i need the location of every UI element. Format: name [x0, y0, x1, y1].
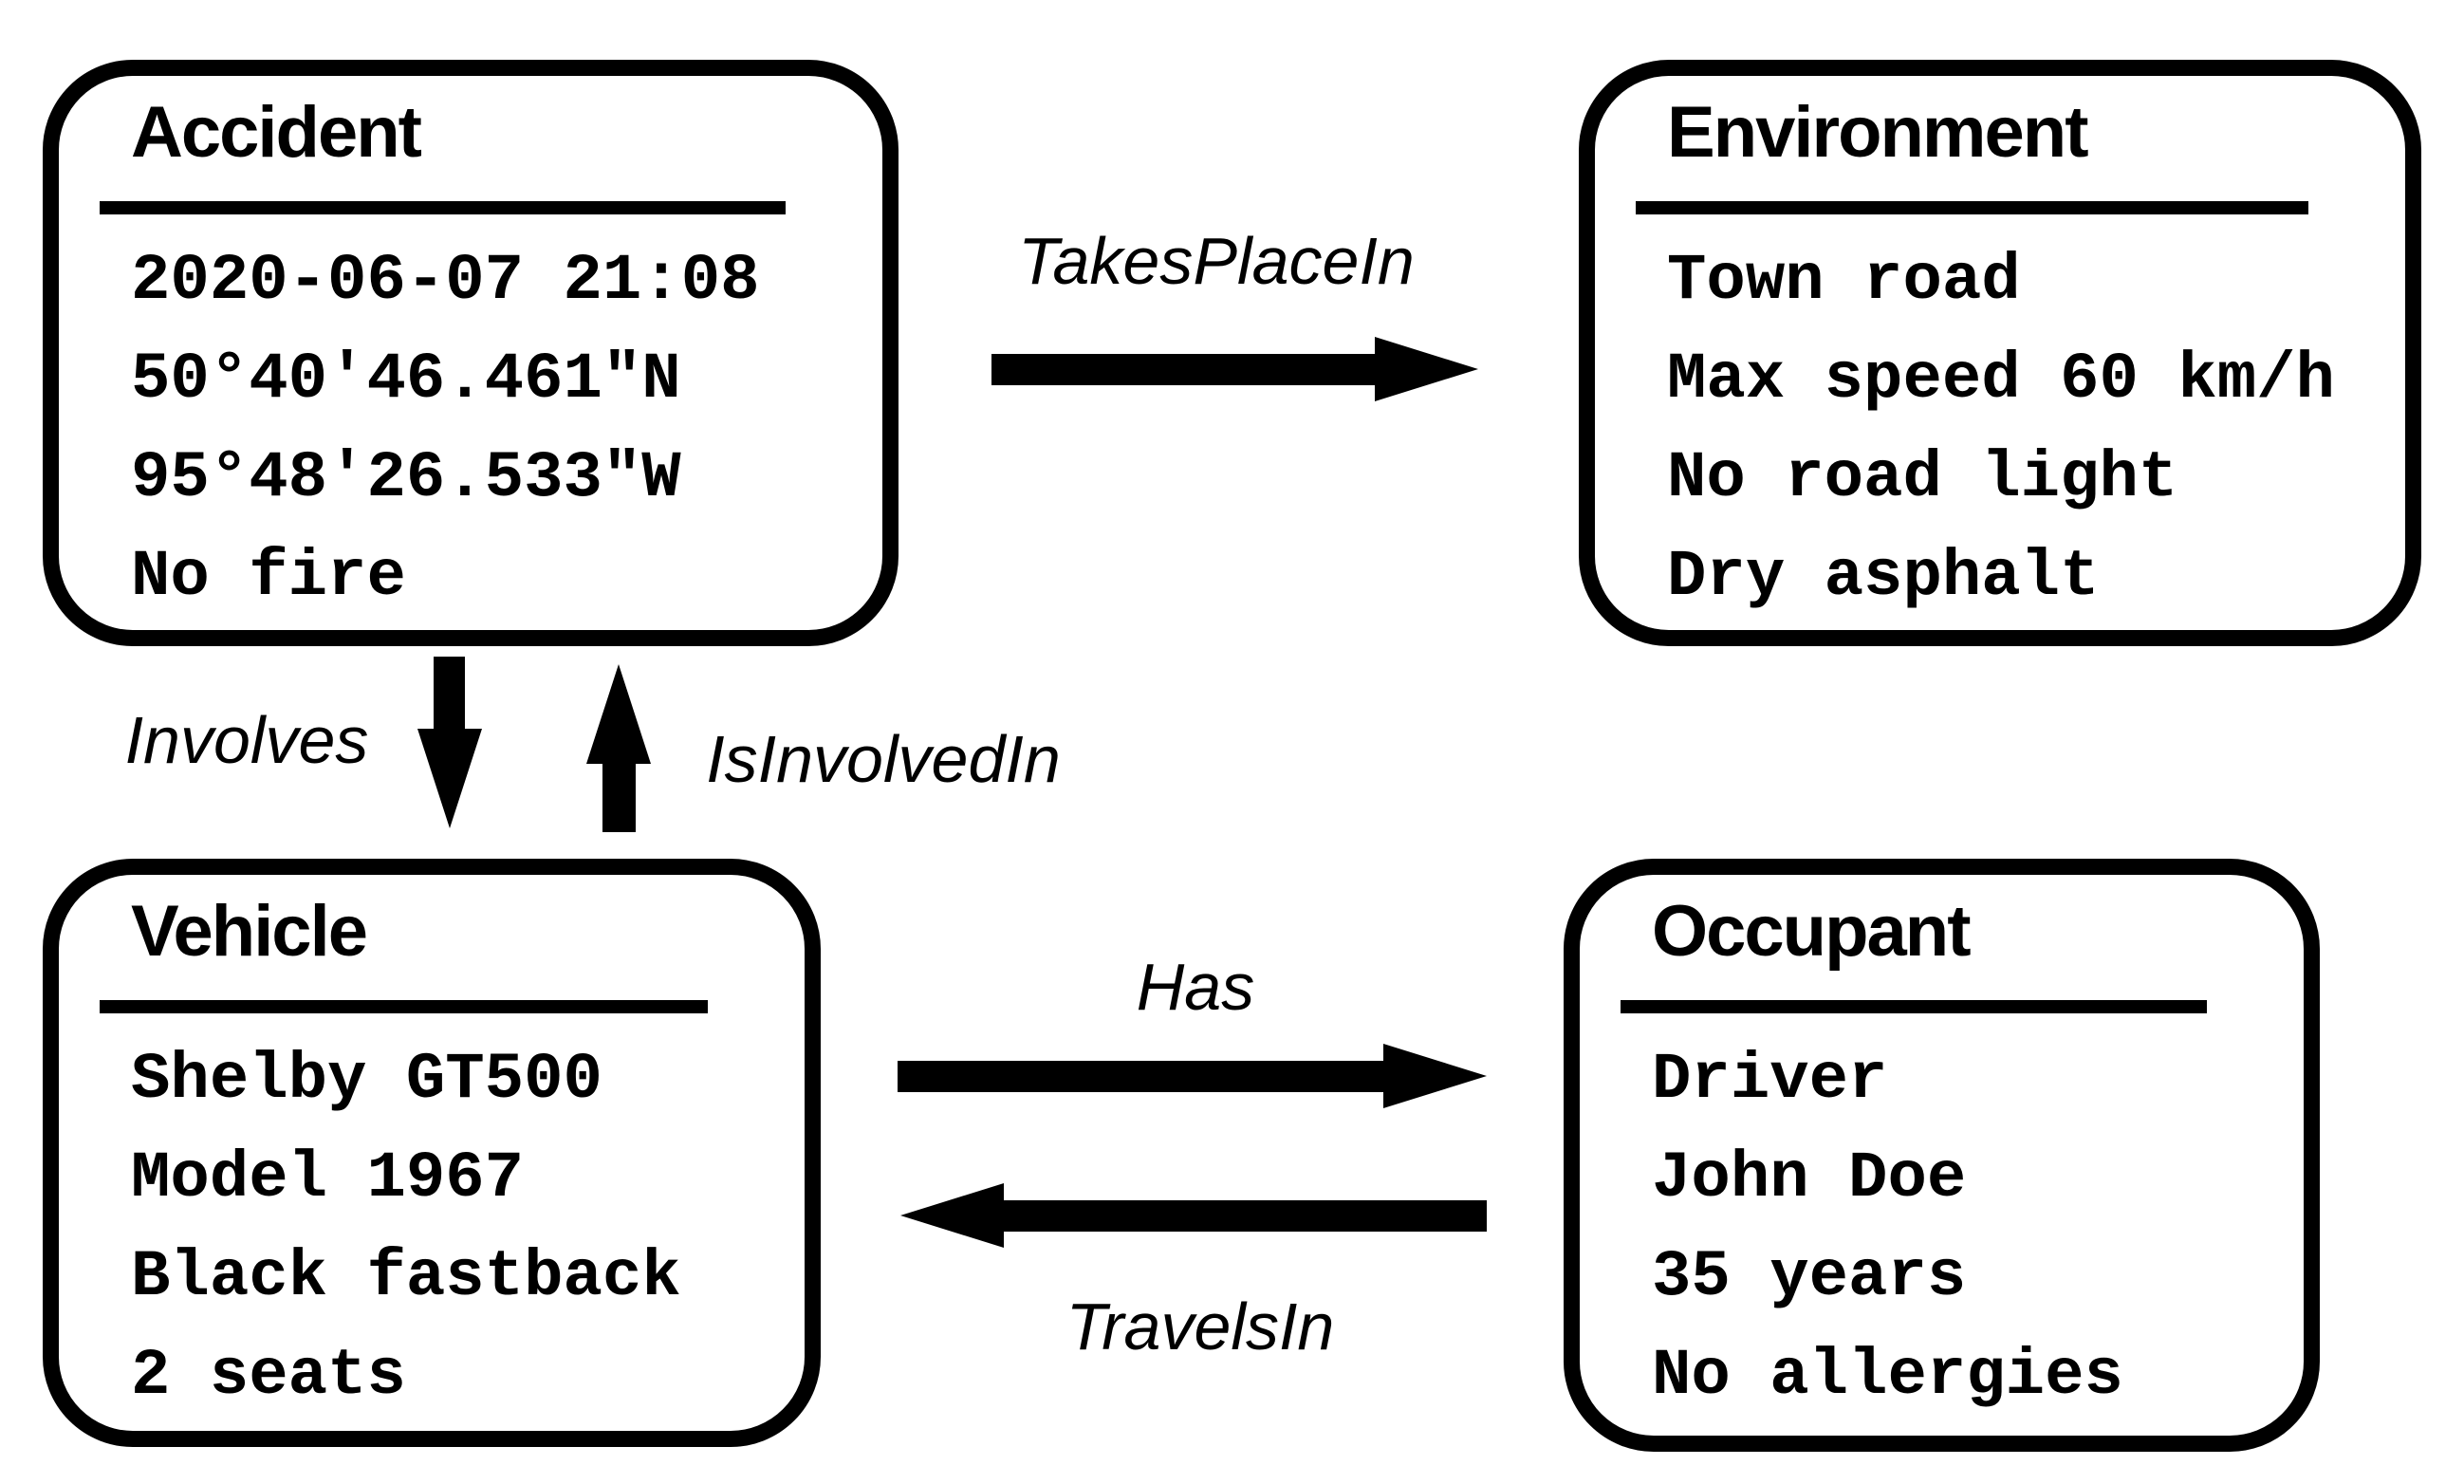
node-occupant-attribute: No allergies	[1652, 1339, 2123, 1413]
node-occupant-divider	[1621, 1000, 2207, 1013]
arrowhead-up-icon	[586, 661, 651, 764]
edge-has-shaft	[898, 1061, 1383, 1092]
node-accident-title: Accident	[131, 92, 422, 173]
edge-travels-in-label: TravelsIn	[1065, 1289, 1335, 1363]
node-accident-attribute: No fire	[131, 540, 406, 614]
node-vehicle-title: Vehicle	[131, 891, 368, 972]
node-occupant-title: Occupant	[1652, 891, 1972, 972]
node-occupant-attribute: John Doe	[1652, 1141, 1967, 1215]
node-occupant-attribute: 35 years	[1652, 1240, 1967, 1314]
node-environment-title: Environment	[1667, 92, 2089, 173]
arrowhead-right-icon	[1375, 337, 1481, 401]
node-vehicle-attribute: Model 1967	[131, 1141, 525, 1215]
node-accident-attribute: 50°40'46.461"N	[131, 343, 681, 417]
edge-travels-in-shaft	[1000, 1200, 1487, 1232]
arrowhead-left-icon	[898, 1183, 1004, 1248]
node-accident-body: 2020-06-07 21:08 50°40'46.461"N 95°48'26…	[131, 232, 810, 626]
edge-involves-shaft	[434, 657, 465, 729]
edge-involves-label: Involves	[124, 703, 369, 777]
arrowhead-right-icon	[1383, 1044, 1490, 1108]
node-vehicle-body: Shelby GT500 Model 1967 Black fastback 2…	[131, 1030, 732, 1425]
node-environment-attribute: No road light	[1667, 441, 2178, 515]
node-vehicle: Vehicle Shelby GT500 Model 1967 Black fa…	[43, 859, 821, 1447]
node-accident-attribute: 95°48'26.533"W	[131, 441, 681, 515]
node-occupant-body: Driver John Doe 35 years No allergies	[1652, 1030, 2232, 1425]
node-environment-attribute: Max speed 60 km/h	[1667, 343, 2335, 417]
node-environment-body: Town road Max speed 60 km/h No road ligh…	[1667, 232, 2335, 626]
node-accident-attribute: 2020-06-07 21:08	[131, 244, 760, 318]
node-occupant-attribute: Driver	[1652, 1043, 1888, 1117]
edge-takes-place-in-label: TakesPlaceIn	[1018, 224, 1415, 298]
edge-takes-place-in-shaft	[991, 354, 1375, 385]
node-accident: Accident 2020-06-07 21:08 50°40'46.461"N…	[43, 60, 899, 646]
node-vehicle-attribute: Shelby GT500	[131, 1043, 602, 1117]
edge-is-involved-in-label: IsInvolvedIn	[706, 722, 1061, 796]
node-occupant: Occupant Driver John Doe 35 years No all…	[1564, 859, 2320, 1452]
edge-is-involved-in-shaft	[602, 761, 636, 832]
node-environment-attribute: Town road	[1667, 244, 2021, 318]
node-environment: Environment Town road Max speed 60 km/h …	[1579, 60, 2421, 646]
node-environment-attribute: Dry asphalt	[1667, 540, 2100, 614]
node-vehicle-attribute: Black fastback	[131, 1240, 681, 1314]
node-vehicle-attribute: 2 seats	[131, 1339, 406, 1413]
arrowhead-down-icon	[417, 729, 482, 831]
node-accident-divider	[100, 201, 786, 214]
node-environment-divider	[1636, 201, 2308, 214]
edge-has-label: Has	[1136, 950, 1255, 1024]
node-vehicle-divider	[100, 1000, 708, 1013]
